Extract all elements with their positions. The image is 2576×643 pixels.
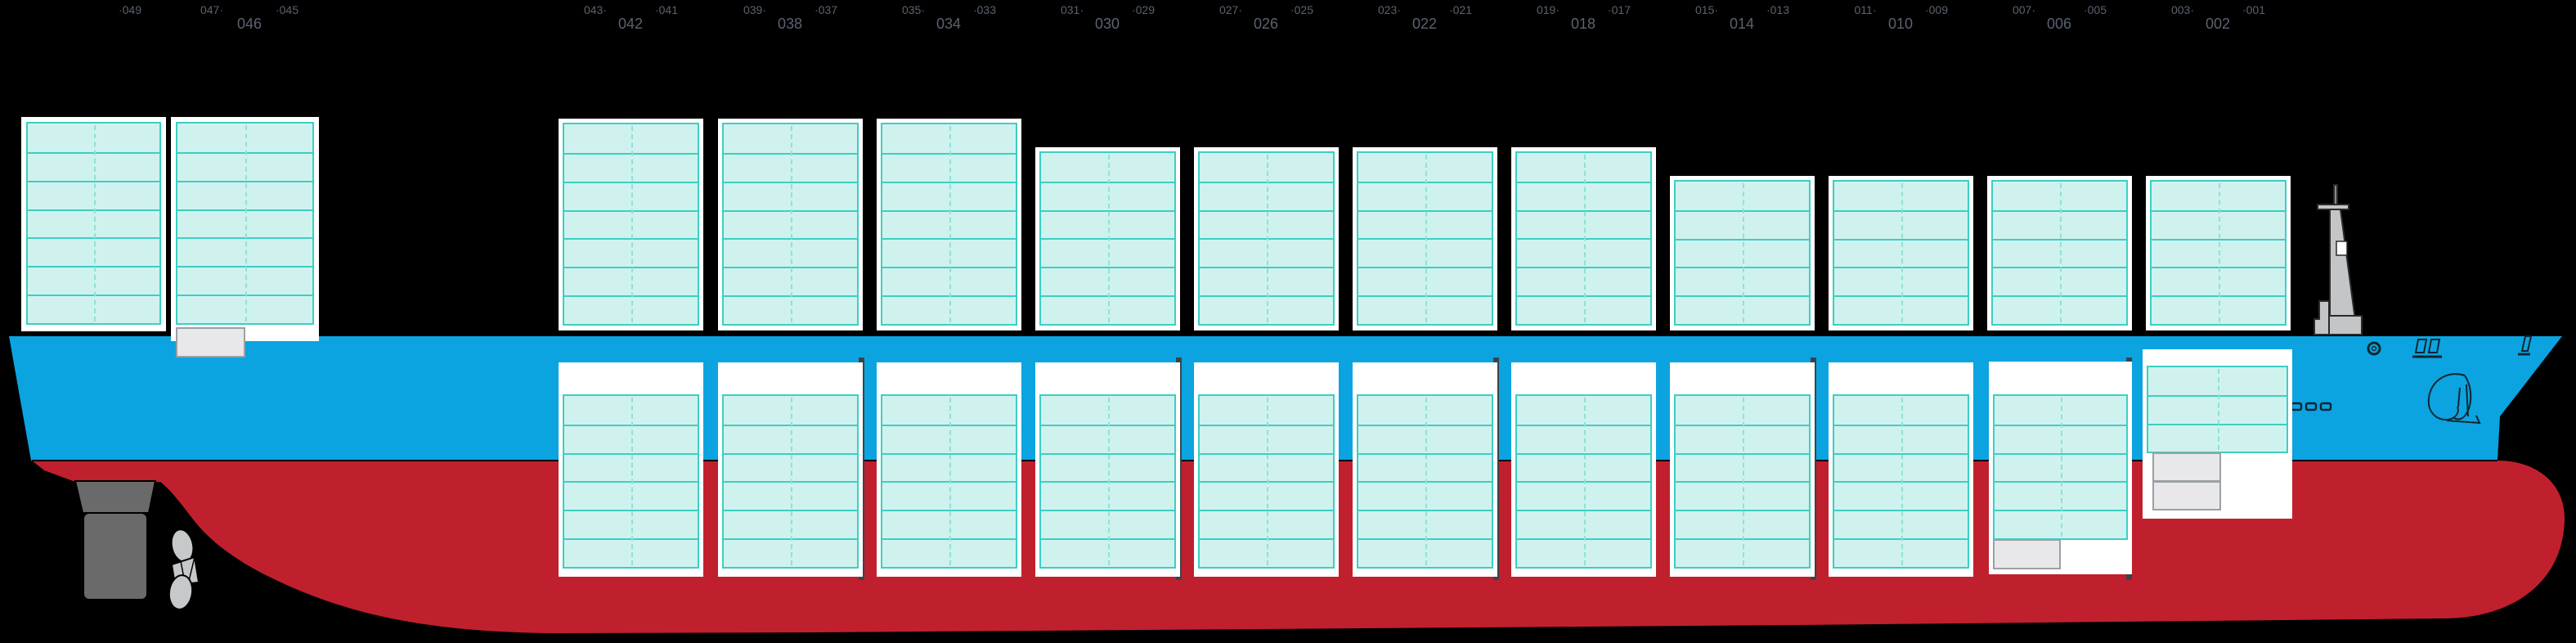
bay-label-031: 031·	[1060, 3, 1084, 16]
bay-label-006: 006	[2046, 16, 2072, 32]
container-grid-above-014[interactable]	[1674, 180, 1811, 326]
bow-swirl-icon	[2427, 373, 2481, 425]
container-grid-below-006[interactable]	[1993, 394, 2128, 540]
twenty-foot-divider	[1266, 155, 1268, 322]
twenty-foot-divider	[1266, 398, 1268, 565]
windlass-icon	[2367, 341, 2381, 356]
twenty-foot-divider	[1107, 155, 1110, 322]
twenty-foot-divider	[1742, 183, 1744, 322]
bay-label-019: 019·	[1536, 3, 1560, 16]
hatch-gray-box[interactable]	[2152, 481, 2221, 510]
container-grid-below-034[interactable]	[881, 394, 1017, 569]
bay-label-015: 015·	[1694, 3, 1719, 16]
container-grid-below-026[interactable]	[1198, 394, 1335, 569]
bay-label-007: 007·	[2012, 3, 2036, 16]
bay-label-026: 026	[1253, 16, 1279, 32]
container-grid-above-018[interactable]	[1515, 151, 1652, 326]
bay-label-033: ·033	[972, 3, 997, 16]
container-grid-below-022[interactable]	[1357, 394, 1493, 569]
bay-label-027: 027·	[1218, 3, 1243, 16]
container-grid-above-010[interactable]	[1833, 180, 1969, 326]
twenty-foot-divider	[790, 398, 792, 565]
twenty-foot-divider	[1107, 398, 1110, 565]
bow-window-icon	[2518, 335, 2533, 356]
bay-label-023: 023·	[1377, 3, 1402, 16]
bay-label-005: ·005	[2083, 3, 2107, 16]
twenty-foot-divider	[2060, 398, 2062, 537]
twenty-foot-divider	[2059, 183, 2062, 322]
hatch-gray-box[interactable]	[176, 327, 245, 357]
twenty-foot-divider	[245, 125, 247, 322]
twenty-foot-divider	[2217, 369, 2219, 450]
twenty-foot-divider	[1425, 398, 1427, 565]
container-grid-below-018[interactable]	[1515, 394, 1652, 569]
bay-label-021: ·021	[1448, 3, 1473, 16]
container-grid-above-030[interactable]	[1039, 151, 1176, 326]
bay-label-046: 046	[236, 16, 263, 32]
container-grid-below-002[interactable]	[2147, 366, 2288, 453]
bay-label-014: 014	[1729, 16, 1755, 32]
bay-label-029: ·029	[1131, 3, 1156, 16]
container-grid-above-006[interactable]	[1991, 180, 2128, 326]
bay-label-025: ·025	[1290, 3, 1314, 16]
bay-label-039: 039·	[743, 3, 767, 16]
container-grid-above-042[interactable]	[563, 123, 699, 326]
bow-mast	[2313, 184, 2363, 335]
container-grid-below-038[interactable]	[722, 394, 859, 569]
propeller	[168, 528, 200, 610]
bay-label-035: 035·	[901, 3, 926, 16]
bay-label-018: 018	[1570, 16, 1596, 32]
bay-label-047: 047·	[200, 3, 224, 16]
twenty-foot-divider	[1901, 398, 1903, 565]
bay-label-034: 034	[936, 16, 962, 32]
hatch-gray-box[interactable]	[2152, 452, 2221, 482]
bay-label-041: ·041	[654, 3, 679, 16]
container-grid-above-034[interactable]	[881, 123, 1017, 326]
rudder	[74, 480, 157, 600]
bay-label-010: 010	[1887, 16, 1914, 32]
twenty-foot-divider	[1901, 183, 1903, 322]
bay-label-038: 038	[777, 16, 803, 32]
bay-label-049: ·049	[118, 3, 142, 16]
container-grid-below-030[interactable]	[1039, 394, 1176, 569]
bay-label-037: ·037	[814, 3, 838, 16]
twenty-foot-divider	[631, 126, 633, 322]
twenty-foot-divider	[1583, 155, 1586, 322]
bay-label-003: 003·	[2170, 3, 2195, 16]
twenty-foot-divider	[1742, 398, 1744, 565]
twenty-foot-divider	[949, 398, 951, 565]
bay-label-013: ·013	[1766, 3, 1790, 16]
container-grid-above-038[interactable]	[722, 123, 859, 326]
bay-label-002: 002	[2205, 16, 2231, 32]
container-grid-above-002[interactable]	[2150, 180, 2287, 326]
container-grid-below-010[interactable]	[1833, 394, 1969, 569]
bay-label-017: ·017	[1607, 3, 1631, 16]
twenty-foot-divider	[631, 398, 633, 565]
hatch-gray-box[interactable]	[1993, 539, 2061, 569]
bay-label-045: ·045	[275, 3, 299, 16]
twenty-foot-divider	[1583, 398, 1586, 565]
twenty-foot-divider	[2218, 183, 2220, 322]
bay-label-042: 042	[617, 16, 644, 32]
twenty-foot-divider	[1425, 155, 1427, 322]
twenty-foot-divider	[93, 125, 96, 322]
container-grid-below-042[interactable]	[563, 394, 699, 569]
twenty-foot-divider	[949, 126, 951, 322]
container-grid-above-046-045[interactable]	[176, 122, 314, 325]
bay-label-001: ·001	[2242, 3, 2266, 16]
container-grid-above-026[interactable]	[1198, 151, 1335, 326]
bay-label-011: 011·	[1854, 3, 1877, 16]
twenty-foot-divider	[790, 126, 792, 322]
container-grid-above-049-047[interactable]	[26, 122, 161, 325]
bay-label-030: 030	[1094, 16, 1120, 32]
container-grid-above-022[interactable]	[1357, 151, 1493, 326]
bridge-windows-icon	[2412, 339, 2442, 358]
container-grid-below-014[interactable]	[1674, 394, 1811, 569]
bay-label-022: 022	[1411, 16, 1438, 32]
bay-label-043: 043·	[583, 3, 608, 16]
bay-label-009: ·009	[1924, 3, 1949, 16]
